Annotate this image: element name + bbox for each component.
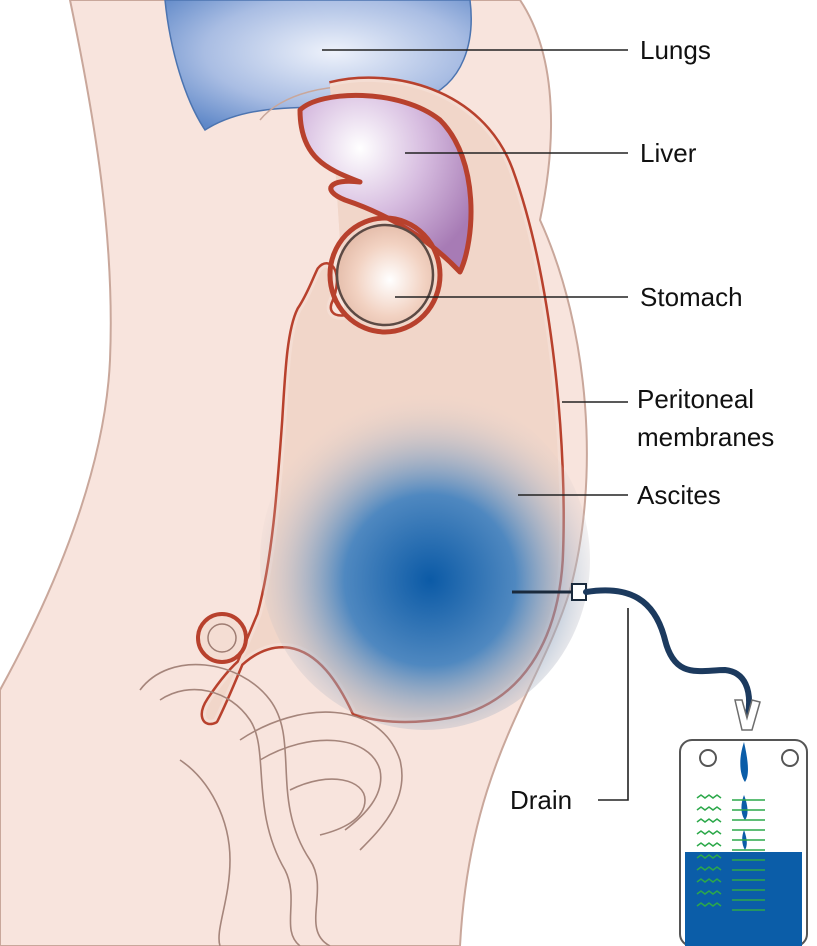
bag-hanger-right	[782, 750, 798, 766]
stomach-organ	[337, 225, 433, 325]
ascites-fluid	[260, 390, 590, 730]
drain-tube	[586, 590, 749, 715]
bag-hanger-left	[700, 750, 716, 766]
leader-drain	[598, 608, 628, 800]
label-liver: Liver	[640, 138, 697, 168]
label-ascites: Ascites	[637, 480, 721, 510]
label-peritoneal-line1: Peritoneal	[637, 384, 754, 414]
collected-fluid	[685, 852, 802, 946]
collection-bag	[680, 700, 807, 946]
label-drain: Drain	[510, 785, 572, 815]
label-peritoneal-line2: membranes	[637, 422, 774, 452]
label-stomach: Stomach	[640, 282, 743, 312]
label-lungs: Lungs	[640, 35, 711, 65]
bowel-loop	[198, 614, 246, 662]
